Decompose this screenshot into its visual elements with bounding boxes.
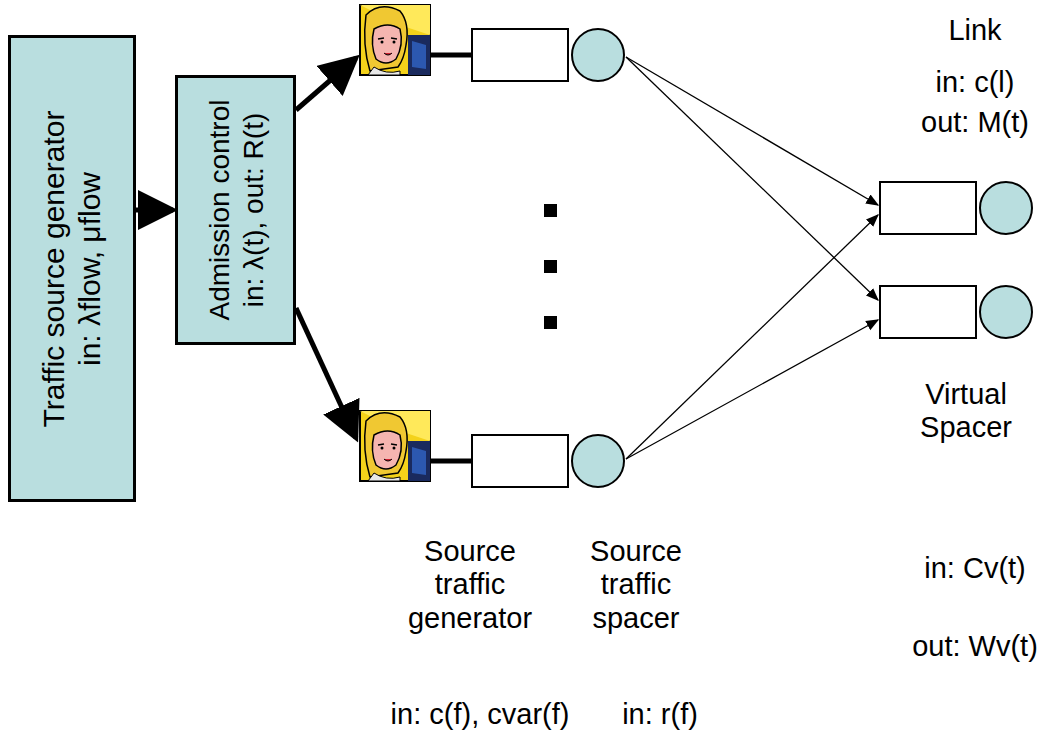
process-box: Traffic source generatorin: λflow, μflow (8, 35, 136, 502)
spacer-input: in: Cv(t) (895, 552, 1052, 585)
box-title: Traffic source generator (36, 110, 72, 427)
spacer-label: Virtual Spacer (901, 378, 1031, 445)
box-parameters: in: λflow, μflow (72, 171, 108, 365)
spacer-input: in: r(f) (605, 698, 715, 731)
process-box: Admission controlin: λ(t), out: R(t) (175, 75, 296, 345)
link-label: Link (910, 14, 1040, 47)
spacer-label: Source traffic spacer (576, 535, 696, 635)
rotated-text: Traffic source generatorin: λflow, μflow (14, 41, 130, 496)
generator-label: Source traffic generator (390, 535, 550, 635)
link-output: out: M(t) (895, 106, 1052, 139)
rotated-text: Admission controlin: λ(t), out: R(t) (181, 81, 290, 339)
spacer-output: out: Wv(t) (895, 630, 1052, 663)
flow-arrow (136, 208, 173, 213)
box-title: Admission control (202, 100, 236, 321)
generator-input: in: c(f), cvar(f) (365, 698, 595, 731)
box-parameters: in: λ(t), out: R(t) (236, 113, 270, 307)
link-input: in: c(l) (900, 66, 1050, 99)
